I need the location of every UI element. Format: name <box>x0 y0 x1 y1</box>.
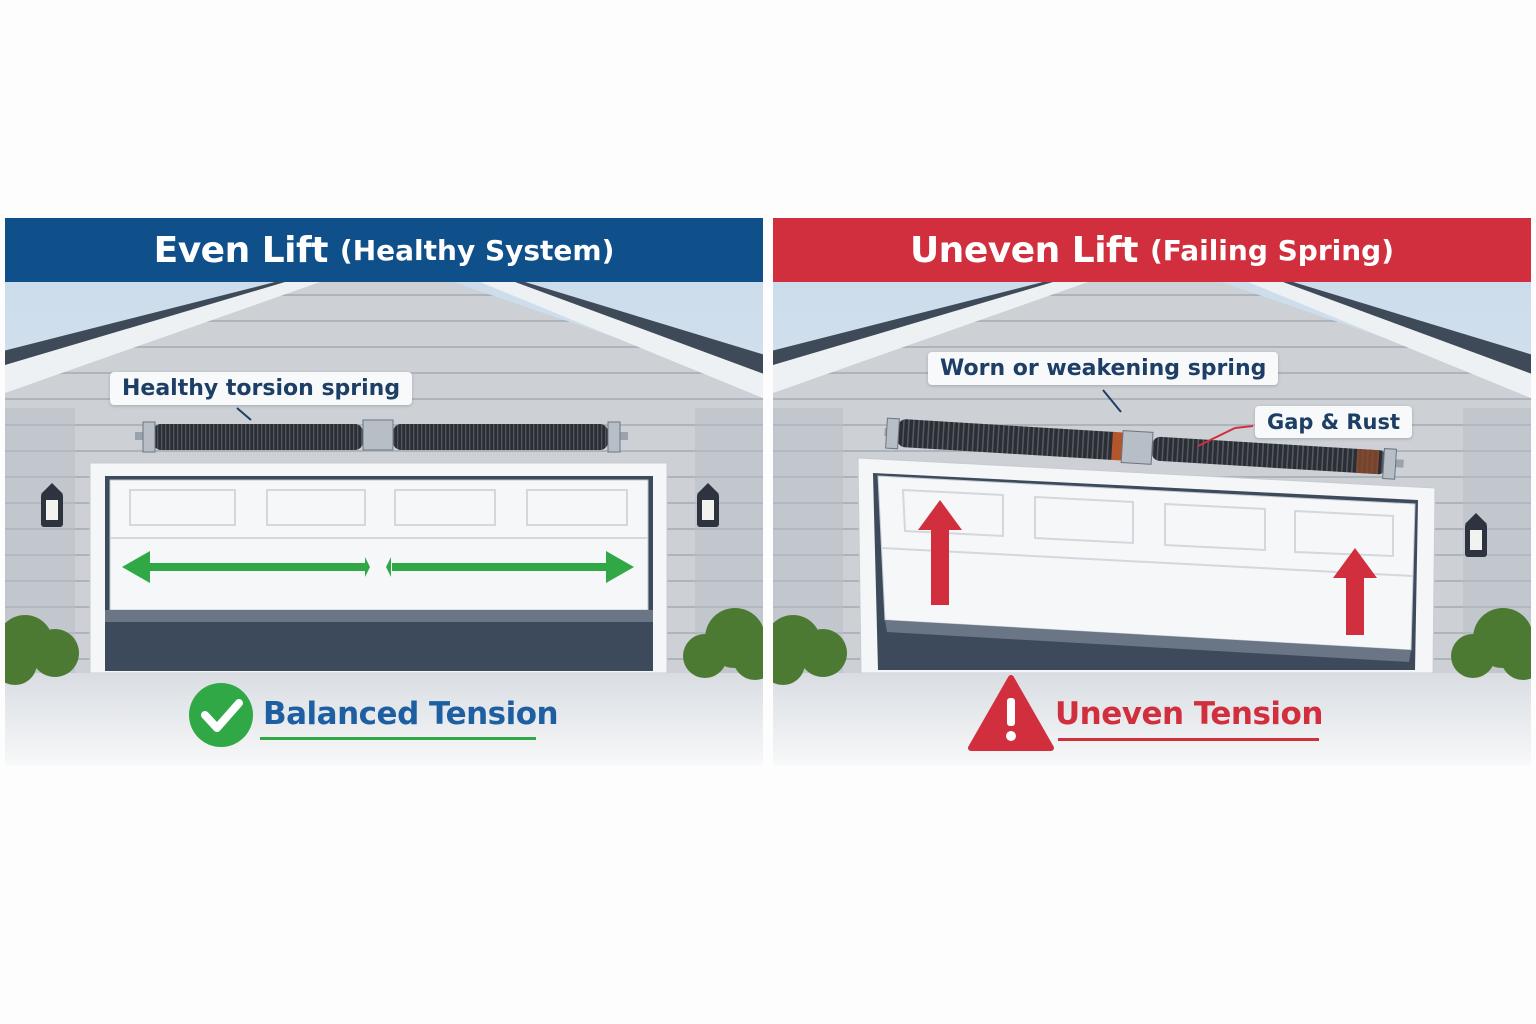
panel-title: Uneven Lift <box>909 229 1138 271</box>
garage-door <box>109 479 649 611</box>
verdict-text: Balanced Tension <box>263 696 559 732</box>
panel-subtitle: (Failing Spring) <box>1149 233 1395 267</box>
bush <box>5 608 763 685</box>
wall-lamp-icon <box>1465 513 1487 557</box>
wall-lamp-icon <box>41 483 63 527</box>
label-pointer-arrow <box>236 407 252 421</box>
panel-title: Even Lift <box>153 229 329 271</box>
spring-label: Worn or weakening spring <box>928 352 1279 385</box>
verdict-underline <box>1058 738 1319 741</box>
worn-torsion-spring <box>884 417 1404 480</box>
defect-label: Gap & Rust <box>1255 406 1413 438</box>
warning-triangle-icon <box>968 675 1054 751</box>
bush <box>773 608 1531 685</box>
label-pointer-arrow <box>1102 389 1122 413</box>
healthy-system-panel: Even Lift (Healthy System) Healthy torsi… <box>5 218 763 765</box>
healthy-garage-illustration <box>5 218 763 765</box>
verdict-underline <box>260 737 536 740</box>
up-arrow-icon <box>1333 548 1377 635</box>
wall-lamp-icon <box>697 483 719 527</box>
check-circle-icon <box>189 683 253 747</box>
panel-header: Even Lift (Healthy System) <box>5 218 763 282</box>
double-horizontal-arrow-icon <box>122 551 634 583</box>
up-arrow-icon <box>918 500 962 605</box>
torsion-spring <box>135 419 628 453</box>
defect-pointer-arrow <box>1197 425 1254 447</box>
failing-garage-illustration <box>773 218 1531 765</box>
verdict-text: Uneven Tension <box>1055 696 1323 732</box>
panel-header: Uneven Lift (Failing Spring) <box>773 218 1531 282</box>
failing-spring-panel: Uneven Lift (Failing Spring) Worn or wea… <box>773 218 1531 765</box>
spring-label: Healthy torsion spring <box>110 372 413 405</box>
panel-subtitle: (Healthy System) <box>339 233 615 267</box>
garage-door <box>877 475 1416 651</box>
